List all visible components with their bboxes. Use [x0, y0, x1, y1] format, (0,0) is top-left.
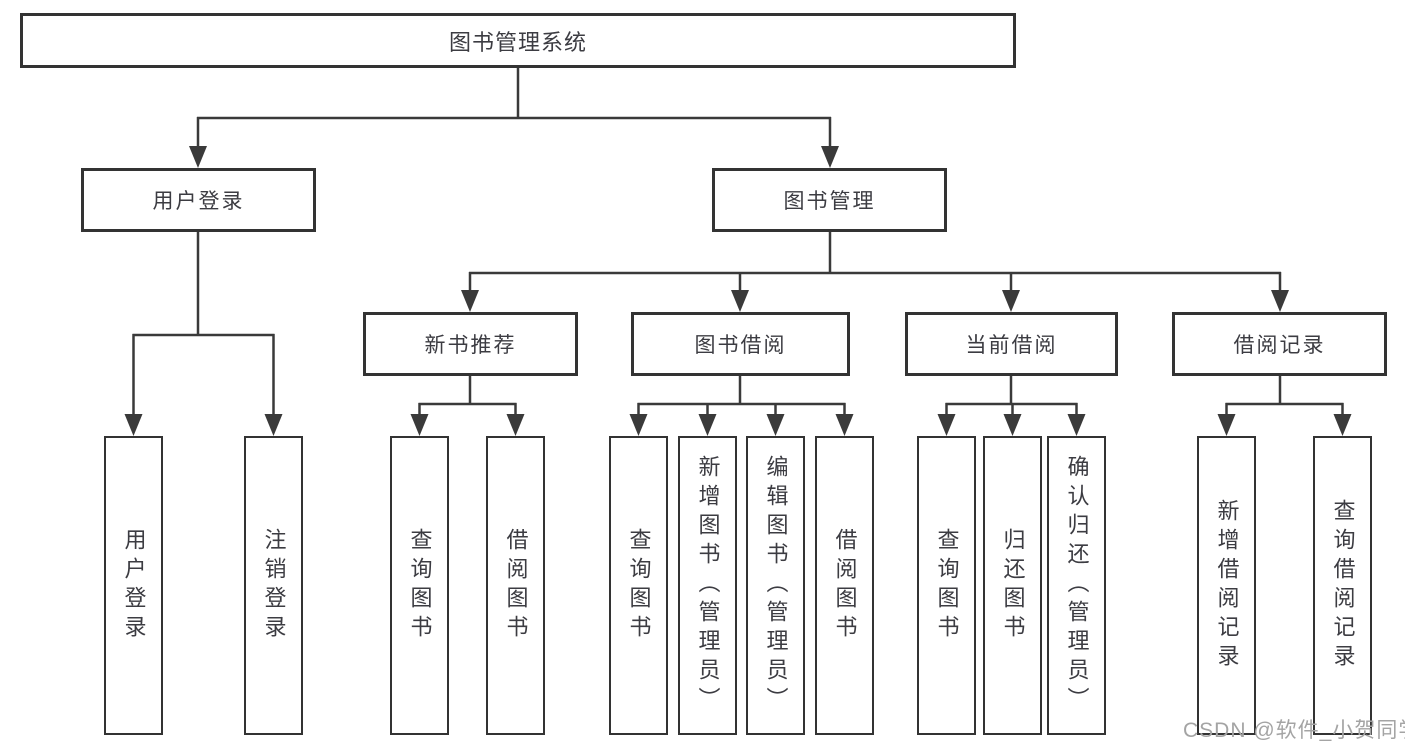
node-label: 图书借阅 [694, 334, 787, 357]
branch-book-management [461, 230, 1289, 312]
node-new-book-recommend: 新书推荐 [363, 312, 578, 376]
node-query-borrow-record: 查询借阅记录 [1313, 436, 1372, 735]
node-label: 用户登录 [152, 190, 245, 213]
branch-borrow-records [1217, 375, 1352, 436]
node-borrow-book-2: 借阅图书 [815, 436, 874, 735]
node-label: 图书管理系统 [448, 29, 587, 55]
node-label: 用户登录 [121, 527, 147, 644]
node-label: 借阅记录 [1233, 334, 1326, 357]
node-query-books-1: 查询图书 [390, 436, 449, 735]
node-label: 新书推荐 [424, 334, 517, 357]
node-label: 查询图书 [934, 527, 960, 644]
node-label: 编辑图书（管理员） [763, 455, 789, 716]
node-label: 借阅图书 [832, 527, 858, 644]
node-query-books-3: 查询图书 [917, 436, 976, 735]
node-label: 归还图书 [1000, 527, 1026, 644]
node-label: 借阅图书 [503, 527, 529, 644]
node-label: 新增借阅记录 [1214, 498, 1240, 673]
node-label: 当前借阅 [965, 334, 1058, 357]
node-label: 查询图书 [626, 527, 652, 644]
node-return-book: 归还图书 [983, 436, 1042, 735]
node-add-borrow-record: 新增借阅记录 [1197, 436, 1256, 735]
node-book-borrow: 图书借阅 [631, 312, 850, 376]
branch-user-login [124, 230, 283, 436]
node-edit-book-admin: 编辑图书（管理员） [746, 436, 805, 735]
node-add-book-admin: 新增图书（管理员） [678, 436, 737, 735]
branch-book-borrow [629, 375, 854, 436]
node-label: 图书管理 [783, 190, 876, 213]
csdn-watermark: CSDN @软件_小贺同学 [1183, 719, 1405, 742]
node-confirm-return-admin: 确认归还（管理员） [1047, 436, 1106, 735]
node-library-system: 图书管理系统 [20, 13, 1016, 68]
node-label: 确认归还（管理员） [1064, 455, 1090, 716]
branch-root [189, 66, 839, 168]
node-label: 注销登录 [261, 527, 287, 644]
node-borrow-records: 借阅记录 [1172, 312, 1387, 376]
node-query-books-2: 查询图书 [609, 436, 668, 735]
branch-current-borrow [937, 375, 1086, 436]
node-borrow-book-1: 借阅图书 [486, 436, 545, 735]
node-label: 新增图书（管理员） [695, 455, 721, 716]
node-user-login-leaf: 用户登录 [104, 436, 163, 735]
node-label: 查询图书 [407, 527, 433, 644]
node-current-borrow: 当前借阅 [905, 312, 1118, 376]
node-book-management: 图书管理 [712, 168, 947, 232]
branch-new-book-recommend [410, 375, 525, 436]
node-user-login: 用户登录 [81, 168, 316, 232]
node-label: 查询借阅记录 [1330, 498, 1356, 673]
node-logout: 注销登录 [244, 436, 303, 735]
